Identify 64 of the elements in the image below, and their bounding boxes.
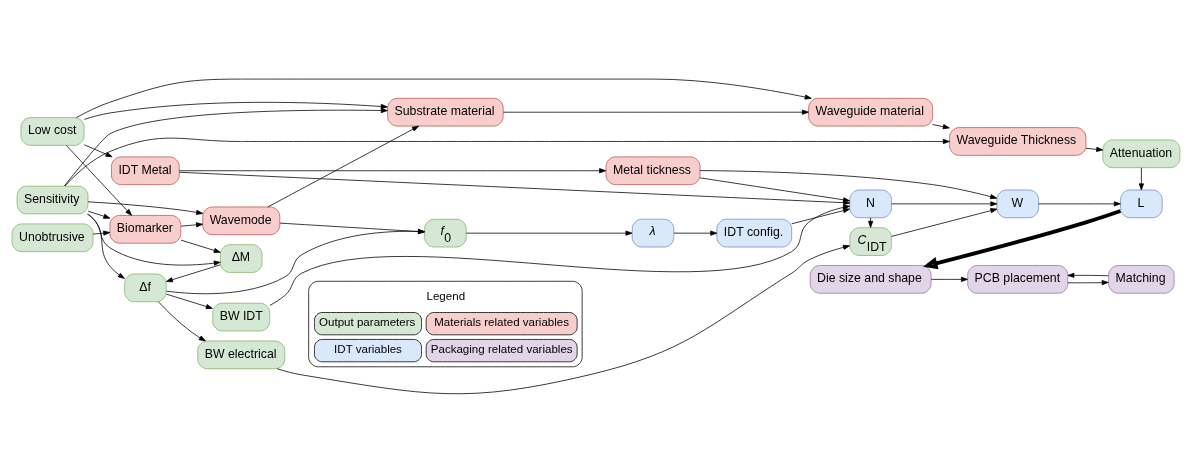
node-box: Sensitivity [16, 185, 89, 214]
arrow [1138, 167, 1144, 190]
node-box: Die size and shape [809, 264, 932, 294]
arrow [158, 300, 206, 341]
legend-label: Output parameters [319, 315, 416, 328]
node-box: IDT config. [716, 218, 793, 247]
arrow [180, 239, 221, 253]
legend-label: Packaging related variables [430, 342, 573, 355]
arrow [1085, 146, 1104, 152]
arrow [83, 101, 388, 120]
legend-label: Materials related variables [434, 315, 570, 328]
arrow [930, 276, 968, 282]
arrow [1067, 272, 1109, 278]
arrow [166, 293, 213, 309]
arrow [83, 143, 113, 157]
node-box: BW IDT [212, 302, 271, 331]
arrow [75, 78, 812, 118]
node-box: IDT Metal [111, 156, 180, 185]
arrow [166, 263, 221, 282]
arrow [178, 167, 607, 173]
node-box: Δf [124, 273, 167, 302]
arrow [166, 228, 425, 294]
node-box: Substrate material [387, 97, 504, 126]
node-box: λ [631, 218, 675, 247]
arrow [1038, 200, 1121, 206]
node-box: Matching [1108, 264, 1175, 294]
arrow [502, 109, 809, 115]
arrow [267, 125, 419, 207]
arrow [465, 230, 633, 236]
arrow [932, 123, 950, 129]
node-box: PCB placement [967, 264, 1069, 294]
arrow [87, 213, 125, 279]
arrow [791, 207, 850, 224]
node-box: Low cost [20, 116, 85, 146]
node-box: Unobtrusive [11, 223, 94, 252]
node-box: L [1120, 189, 1163, 218]
arrow [891, 207, 998, 237]
arrow [673, 230, 718, 236]
node-box: W [996, 189, 1039, 218]
node-box: ΔM [220, 243, 263, 273]
node-box: N [849, 189, 892, 218]
node-box: Biomarker [109, 214, 182, 244]
arrow [66, 144, 132, 216]
arrow [868, 217, 874, 228]
arrow [276, 244, 850, 394]
node-box: Metal tickness [605, 156, 701, 185]
legend-label: IDT variables [334, 342, 402, 355]
arrow [92, 230, 111, 236]
arrow [87, 200, 204, 215]
label: Legend [426, 289, 466, 302]
node-box: Attenuation [1102, 139, 1181, 168]
node-box: Wavemode [202, 206, 281, 235]
arrow [87, 210, 111, 219]
arrow [891, 200, 998, 206]
node-box: BW electrical [197, 340, 286, 369]
node-box: Waveguide Thickness [949, 126, 1087, 156]
arrow [1067, 279, 1109, 285]
arrow [279, 222, 425, 234]
arrow [180, 221, 203, 227]
arrow [269, 204, 850, 306]
node-box: Waveguide material [808, 97, 933, 126]
arrow [699, 169, 998, 199]
arrow [923, 208, 1122, 269]
arrow [699, 176, 850, 202]
